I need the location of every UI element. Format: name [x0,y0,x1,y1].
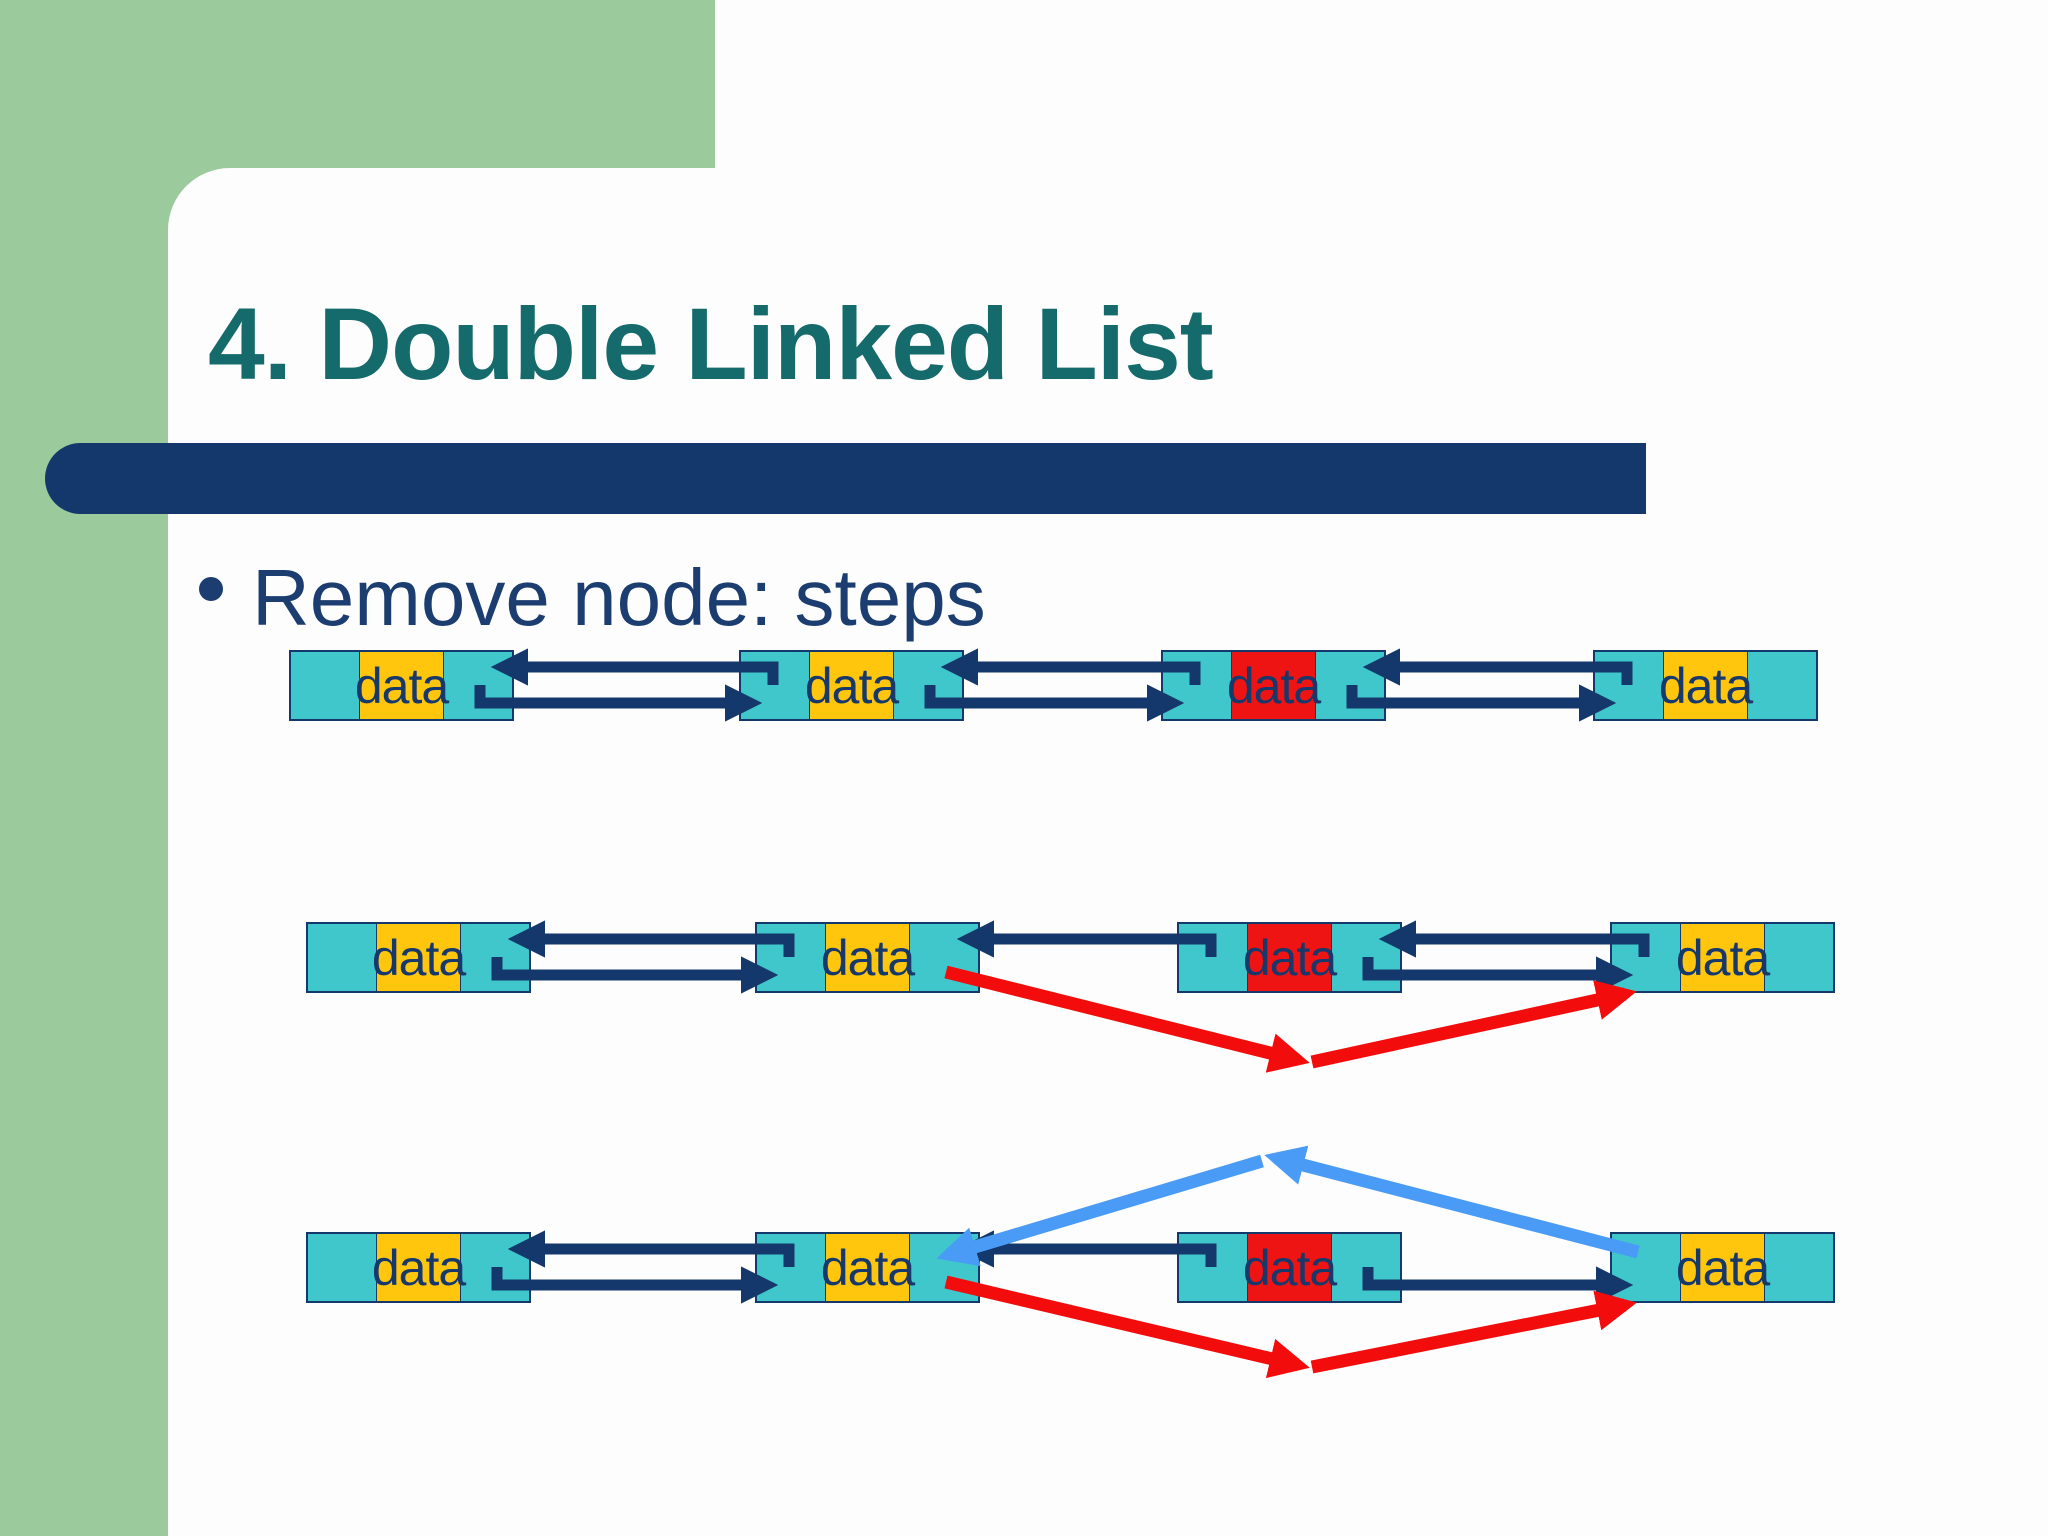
node-data-label: data [371,1240,466,1296]
list-node: data [1177,1232,1402,1303]
list-node: data [755,922,980,993]
prev-pointer-cell [308,924,376,991]
node-data-label: data [354,658,449,714]
data-cell [1230,652,1317,719]
bullet-dot [199,577,223,601]
list-node: data [1610,1232,1835,1303]
node-data-label: data [371,930,466,986]
slide-title: 4. Double Linked List [208,287,1214,401]
node-data-label: data [1242,930,1337,986]
data-cell [375,924,462,991]
data-cell [824,1234,911,1301]
list-node: data [306,922,531,993]
data-cell [1679,924,1766,991]
data-cell [1662,652,1749,719]
data-cell [824,924,911,991]
node-data-label: data [804,658,899,714]
node-data-label: data [1675,930,1770,986]
left-green-sidebar [0,0,168,1536]
node-data-label: data [1242,1240,1337,1296]
data-cell [375,1234,462,1301]
data-cell [358,652,445,719]
bullet-text: Remove node: steps [252,553,986,642]
node-data-label: data [1658,658,1753,714]
next-pointer-cell [1748,652,1816,719]
list-node: data [1177,922,1402,993]
node-data-label: data [1226,658,1321,714]
list-node: data [1161,650,1386,721]
list-node: data [755,1232,980,1303]
prev-pointer-cell [291,652,359,719]
prev-pointer-cell [308,1234,376,1301]
list-node: data [289,650,514,721]
list-node: data [1593,650,1818,721]
list-node: data [1610,922,1835,993]
node-data-label: data [820,1240,915,1296]
data-cell [808,652,895,719]
node-data-label: data [820,930,915,986]
top-green-band [0,0,715,168]
next-pointer-cell [1765,924,1833,991]
title-underline-bar [45,443,1646,514]
data-cell [1679,1234,1766,1301]
list-node: data [739,650,964,721]
node-data-label: data [1675,1240,1770,1296]
next-pointer-cell [1765,1234,1833,1301]
list-node: data [306,1232,531,1303]
